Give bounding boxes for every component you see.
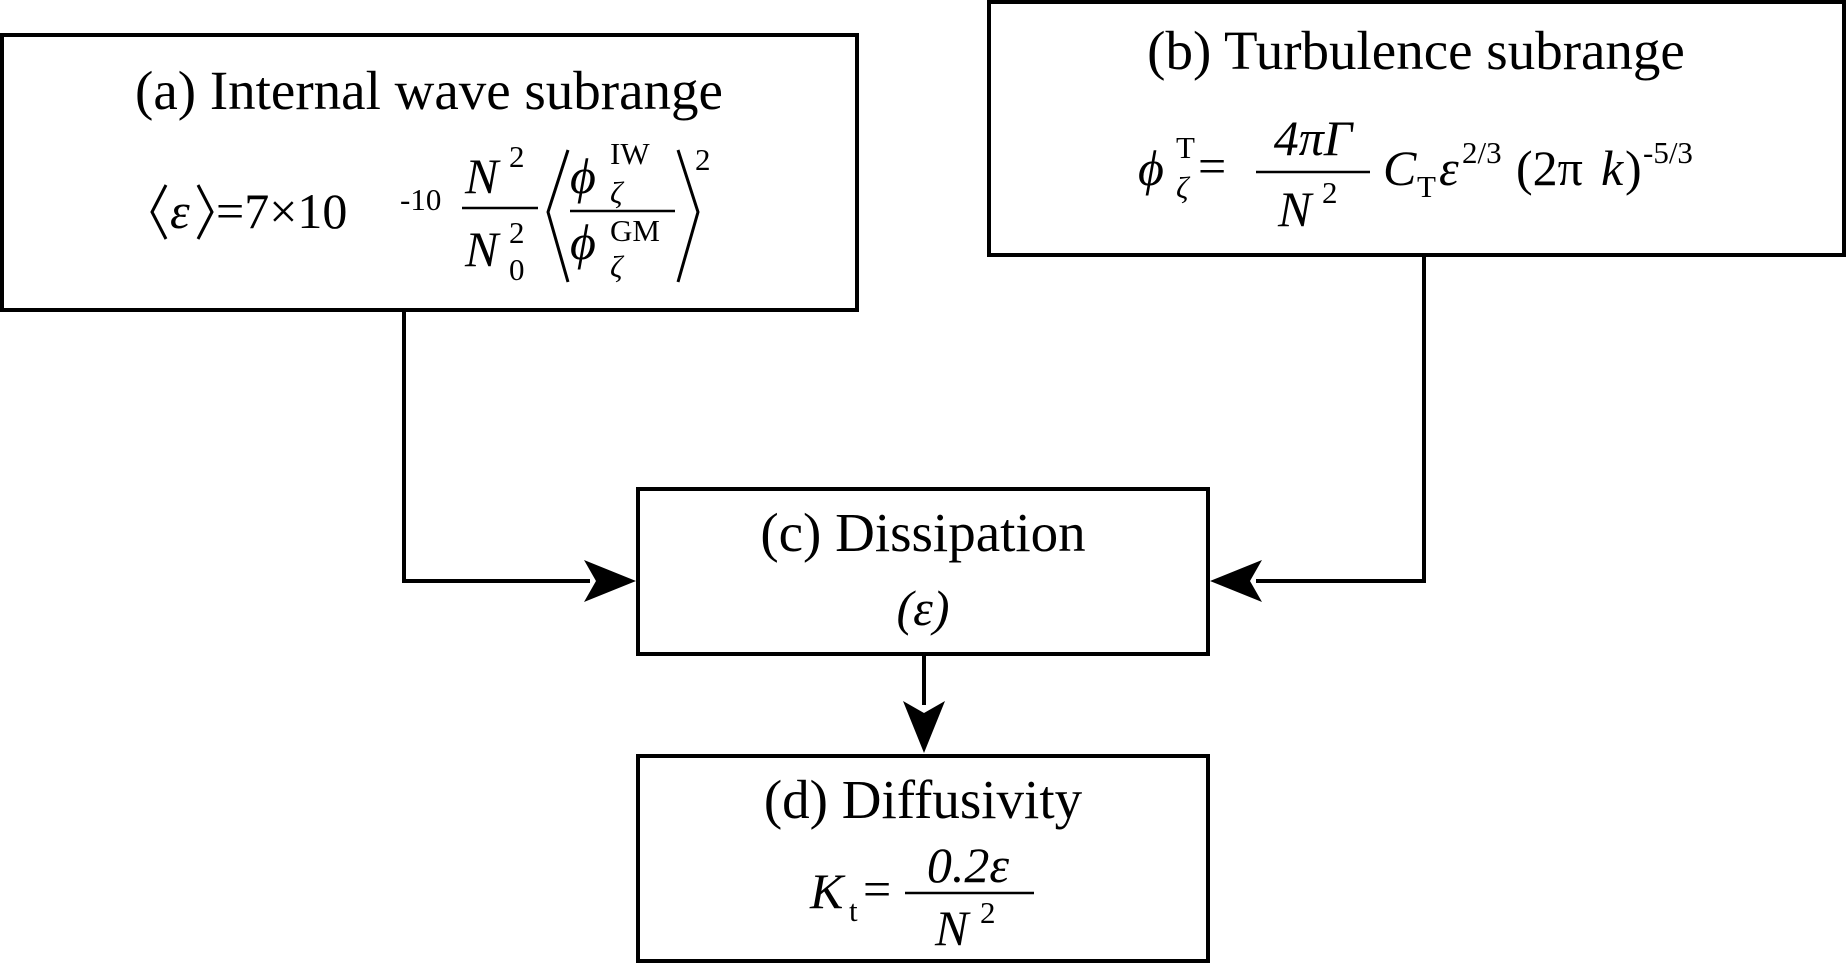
connector-b-to-c: [1256, 255, 1426, 583]
eq-d-frac-den: N: [934, 900, 971, 956]
box-a-frame: [0, 33, 859, 312]
eq-a-frac-den-sub: 0: [509, 252, 525, 287]
big-angle-left: [546, 149, 570, 283]
arrowhead-c-to-d: [903, 701, 945, 753]
box-dissipation: (c) Dissipation (ε): [636, 487, 1210, 656]
eq-a-frac-den-exp: 2: [509, 215, 525, 250]
eq-b-frac-den: N: [1277, 181, 1314, 237]
eq-b-frac-num: 4πΓ: [1274, 110, 1355, 166]
eq-a-ratio-num: ϕ: [570, 148, 596, 204]
eq-a-ratio-den-sup: GM: [610, 213, 660, 248]
eq-b-frac-den-exp: 2: [1322, 175, 1338, 210]
eq-b-paren-exp: -5/3: [1643, 135, 1693, 170]
eq-b-paren-close: ): [1625, 140, 1642, 196]
arrowhead-a-to-c: [584, 560, 636, 602]
eq-a-outer-exp: 2: [695, 142, 711, 177]
eq-b-k: k: [1601, 140, 1624, 196]
eq-d-lhs: K: [809, 863, 846, 919]
eq-b-C: C: [1383, 140, 1417, 196]
box-c-frame: [636, 487, 1210, 656]
eq-b-lhs: ϕ: [1138, 140, 1164, 196]
eq-b-paren-open: (2π: [1516, 140, 1583, 196]
big-angle-right: [676, 149, 700, 283]
eq-b-C-sub: T: [1417, 169, 1436, 204]
eq-d-equals: =: [863, 861, 891, 917]
eq-a-lhs-var: ε: [170, 183, 190, 239]
box-a-equation: ε =7×10 -10 N 2 N 2 0 ϕ IW ζ ϕ GM ζ 2: [150, 136, 711, 287]
angle-right: [196, 184, 214, 240]
box-b-frame: [987, 0, 1846, 257]
eq-a-ratio-den: ϕ: [570, 214, 596, 270]
box-d-frame: [636, 754, 1210, 963]
eq-a-ratio-den-sub: ζ: [610, 249, 625, 284]
eq-a-ratio-num-sup: IW: [610, 136, 650, 171]
eq-d-frac-den-exp: 2: [980, 895, 996, 930]
eq-a-coef: =7×10: [216, 183, 347, 239]
box-b-title: (b) Turbulence subrange: [1147, 20, 1685, 81]
eq-a-coef-exp: -10: [400, 182, 441, 217]
arrowhead-b-to-c: [1210, 560, 1262, 602]
eq-b-lhs-sub: ζ: [1176, 170, 1191, 205]
angle-left: [150, 184, 168, 240]
eq-a-frac-num: N: [464, 148, 501, 204]
box-b-equation: ϕ T ζ = 4πΓ N 2 C T ε 2/3 (2π k ) -5/3: [1138, 110, 1693, 237]
eq-b-lhs-sup: T: [1176, 130, 1195, 165]
box-internal-wave-subrange: (a) Internal wave subrange ε =7×10 -10 N…: [0, 33, 859, 312]
box-c-title: (c) Dissipation: [760, 502, 1085, 563]
box-d-equation: K t = 0.2ε N 2: [809, 837, 1034, 956]
eq-a-frac-num-exp: 2: [509, 139, 525, 174]
eq-d-frac-num: 0.2ε: [927, 837, 1010, 893]
eq-b-equals: =: [1198, 138, 1226, 194]
box-d-title: (d) Diffusivity: [764, 769, 1083, 830]
eq-b-eps-exp: 2/3: [1462, 135, 1502, 170]
box-turbulence-subrange: (b) Turbulence subrange ϕ T ζ = 4πΓ N 2 …: [987, 0, 1846, 257]
box-c-symbol: (ε): [896, 580, 949, 636]
connectors: [402, 255, 1426, 753]
box-a-title: (a) Internal wave subrange: [135, 60, 723, 121]
eq-a-frac-den: N: [464, 221, 501, 277]
eq-b-eps: ε: [1439, 140, 1459, 196]
eq-a-ratio-num-sub: ζ: [610, 175, 625, 210]
connector-a-to-c: [402, 310, 590, 583]
eq-d-lhs-sub: t: [849, 893, 858, 928]
box-diffusivity: (d) Diffusivity K t = 0.2ε N 2: [636, 754, 1210, 963]
